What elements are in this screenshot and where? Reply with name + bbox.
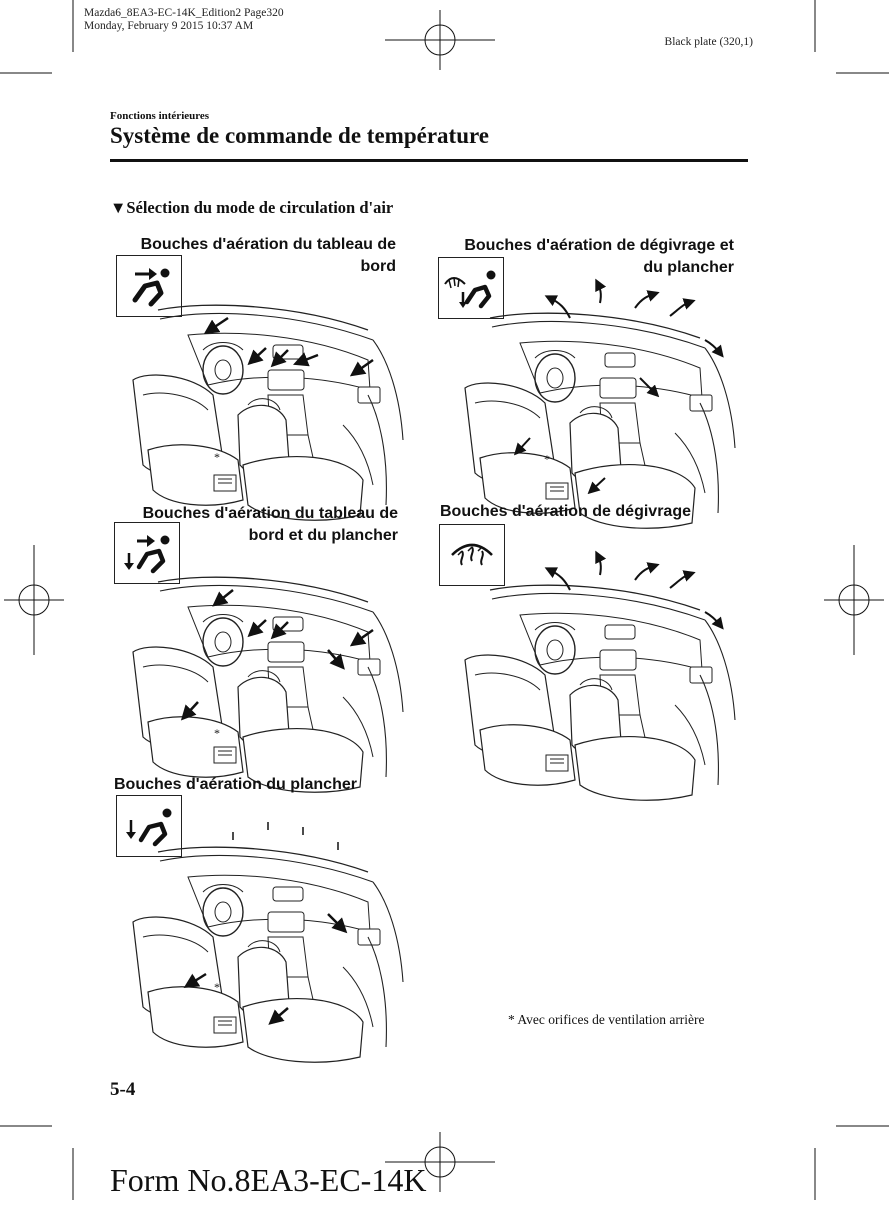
mode-defrost-label: Bouches d'aération de dégivrage <box>440 501 740 523</box>
title-rule <box>110 159 748 162</box>
mode-floor-label: Bouches d'aération du plancher <box>114 774 414 796</box>
asterisk-marker: * <box>214 980 220 994</box>
footnote: * Avec orifices de ventilation arrière <box>508 1012 705 1027</box>
form-number: Form No.8EA3-EC-14K <box>110 1162 427 1198</box>
defrost-icon <box>439 524 505 586</box>
mode-label-line: bord <box>360 258 396 275</box>
asterisk-marker: * <box>214 450 220 464</box>
triangle-marker-icon: ▼ <box>110 198 127 217</box>
mode-defrost-floor-label: Bouches d'aération de dégivrage et du pl… <box>436 235 734 279</box>
face-vent-icon <box>116 255 182 317</box>
subheading: ▼Sélection du mode de circulation d'air <box>110 198 393 218</box>
face-floor-vent-icon <box>114 522 180 584</box>
mode-face-floor-label: Bouches d'aération du tableau de bord et… <box>112 503 398 547</box>
subheading-text: Sélection du mode de circulation d'air <box>126 198 394 217</box>
car-illustration-face-floor <box>118 532 408 793</box>
page-title: Système de commande de température <box>110 123 489 148</box>
car-illustration-face <box>118 260 408 521</box>
mode-label-line: Bouches d'aération du tableau de <box>142 505 398 522</box>
mode-label-line: Bouches d'aération de dégivrage <box>440 503 691 520</box>
section-category: Fonctions intérieures <box>110 110 210 122</box>
car-illustration-floor <box>118 802 408 1063</box>
file-info-line1: Mazda6_8EA3-EC-14K_Edition2 Page320 <box>84 7 284 19</box>
asterisk-marker: * <box>214 726 220 740</box>
mode-label-line: Bouches d'aération du plancher <box>114 776 357 793</box>
floor-vent-icon <box>116 795 182 857</box>
car-illustration-defrost-floor <box>450 268 740 529</box>
mode-face-label: Bouches d'aération du tableau de bord <box>112 234 396 278</box>
mode-label-line: du plancher <box>643 259 734 276</box>
plate-info: Black plate (320,1) <box>664 36 753 48</box>
page-number: 5-4 <box>110 1079 136 1100</box>
defrost-floor-icon <box>438 257 504 319</box>
file-info: Mazda6_8EA3-EC-14K_Edition2 Page320 Mond… <box>84 7 284 33</box>
mode-label-line: bord et du plancher <box>248 527 398 544</box>
asterisk-marker: * <box>544 452 550 466</box>
mode-label-line: Bouches d'aération de dégivrage et <box>464 237 734 254</box>
file-info-line2: Monday, February 9 2015 10:37 AM <box>84 20 254 32</box>
car-illustration-defrost <box>450 540 740 801</box>
mode-label-line: Bouches d'aération du tableau de <box>140 236 396 253</box>
